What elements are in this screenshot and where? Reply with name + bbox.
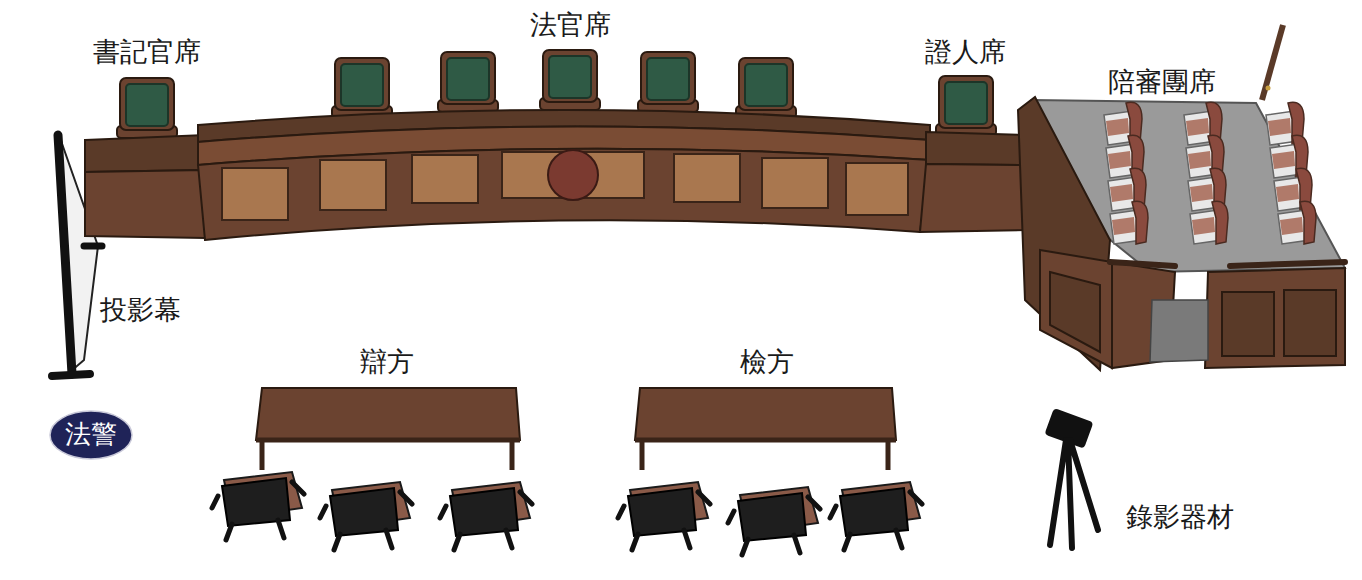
seat-label: 法官席 bbox=[530, 9, 611, 41]
seat-label: 錄影器材 bbox=[1126, 501, 1234, 533]
officer-badge: 法警 bbox=[49, 410, 133, 460]
badge-text: 法警 bbox=[65, 419, 117, 450]
seat-label: 證人席 bbox=[925, 36, 1006, 68]
seat-label: 書記官席 bbox=[93, 36, 201, 68]
seat-label: 檢方 bbox=[740, 346, 794, 378]
seat-label: 陪審團席 bbox=[1108, 66, 1216, 98]
seat-label: 投影幕 bbox=[100, 294, 181, 326]
seat-label: 辯方 bbox=[360, 346, 414, 378]
